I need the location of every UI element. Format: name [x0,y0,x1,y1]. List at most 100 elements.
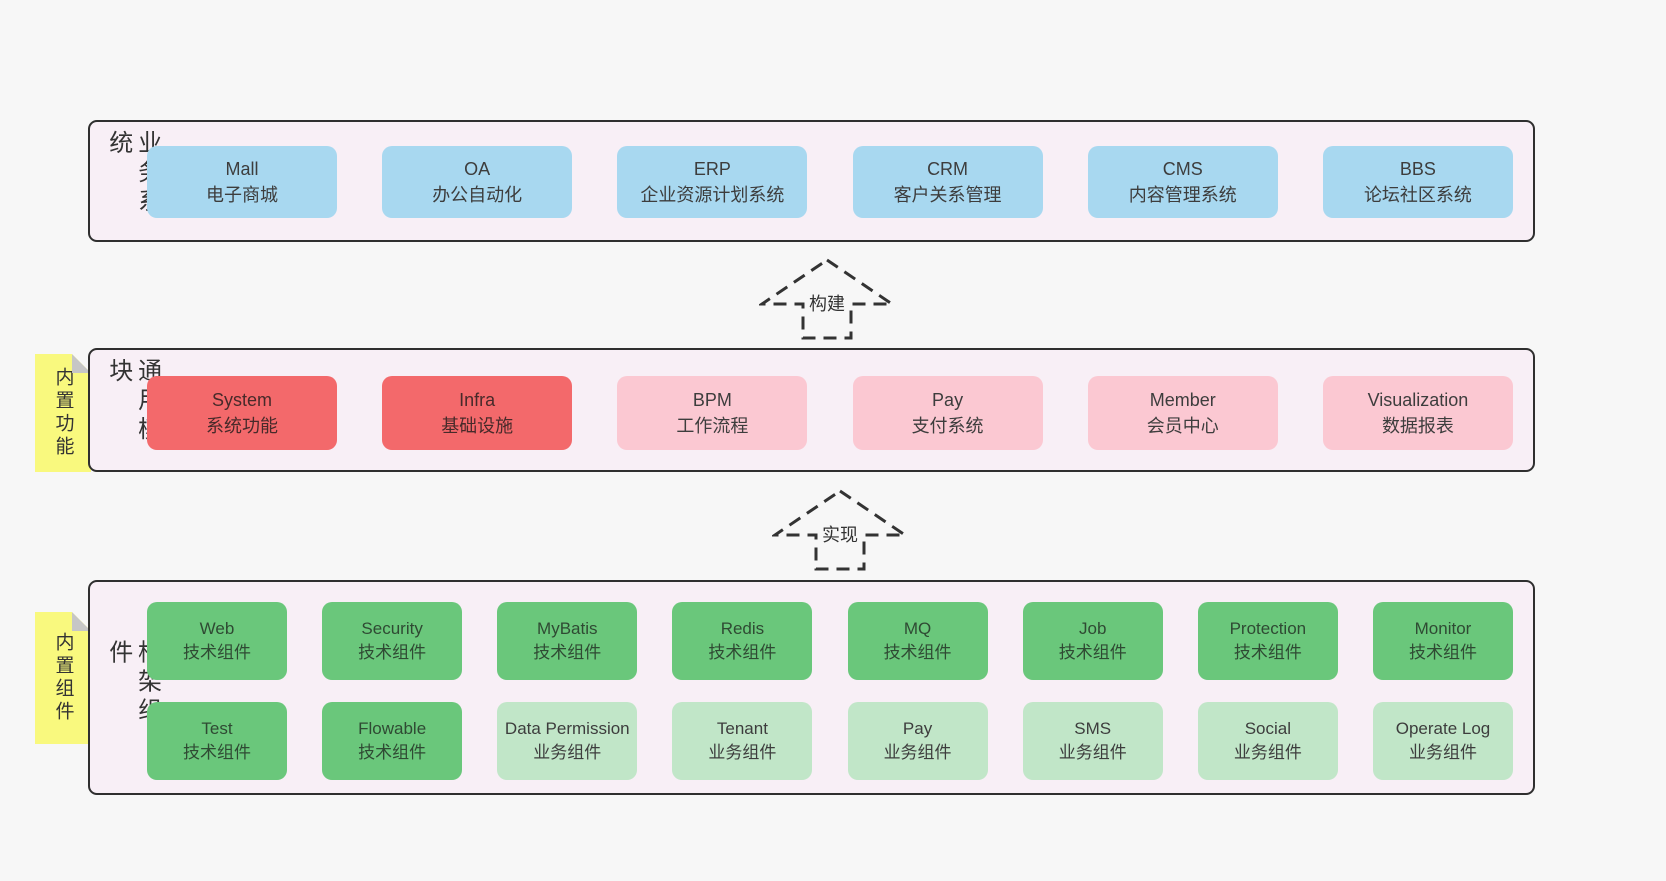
box-title: CRM [927,158,969,179]
box-title: MQ [903,619,932,639]
box-title: Job [1078,619,1107,639]
box-data-permission: Data Permission 业务组件 [497,702,638,780]
box-infra: Infra 基础设施 [382,376,573,450]
box-title: Redis [720,619,765,639]
box-subtitle: 业务组件 [1058,743,1127,762]
box-title: BPM [692,389,732,410]
box-title: OA [464,158,491,179]
box-title: System [211,389,272,410]
box-title: Flowable [358,719,427,739]
arrow-implement: 实现 [772,488,908,572]
box-bpm: BPM 工作流程 [617,376,808,450]
box-subtitle: 论坛社区系统 [1363,185,1472,205]
box-subtitle: 技术组件 [358,643,427,662]
band-modules-rows: System 系统功能 Infra 基础设施 BPM 工作流程 Pay 支付系统 Member 会… [90,350,1533,470]
box-title: Data Permission [504,719,630,739]
box-title: SMS [1074,719,1112,739]
box-subtitle: 业务组件 [883,743,952,762]
up-arrow-icon [759,258,895,340]
box-social: Social 业务组件 [1197,702,1338,780]
box-subtitle: 工作流程 [676,416,749,436]
box-web: Web 技术组件 [147,602,287,680]
box-job: Job 技术组件 [1022,602,1163,680]
box-title: Mall [225,158,259,179]
box-tenant: Tenant 业务组件 [672,702,813,780]
box-oa: OA 办公自动化 [382,146,573,218]
box-protection: Protection 技术组件 [1197,602,1338,680]
box-subtitle: 业务组件 [1233,743,1302,762]
box-subtitle: 支付系统 [911,416,984,436]
box-subtitle: 技术组件 [533,643,602,662]
box-title: ERP [693,158,731,179]
sticky-note-builtin-features: 内置功能 [35,354,91,472]
box-title: Social [1244,719,1291,739]
box-member: Member 会员中心 [1087,376,1278,450]
box-subtitle: 办公自动化 [432,185,523,205]
band-business-rows: Mall 电子商城 OA 办公自动化 ERP 企业资源计划系统 CRM 客户关系管理 CMS 内容… [90,122,1533,240]
box-bbs: BBS 论坛社区系统 [1322,146,1513,218]
box-subtitle: 客户关系管理 [893,185,1002,205]
box-mybatis: MyBatis 技术组件 [497,602,638,680]
box-title: Web [199,619,235,639]
box-title: CMS [1162,158,1203,179]
box-mq: MQ 技术组件 [847,602,988,680]
box-title: BBS [1399,158,1436,179]
sticky-note-builtin-components: 内置组件 [35,612,91,744]
box-title: Pay [932,389,964,410]
box-mall: Mall 电子商城 [147,146,337,218]
box-subtitle: 技术组件 [1408,643,1477,662]
box-subtitle: 技术组件 [708,643,777,662]
box-subtitle: 企业资源计划系统 [640,185,785,205]
box-title: Protection [1229,619,1307,639]
arrow-build-label: 构建 [805,289,849,317]
box-test: Test 技术组件 [147,702,287,780]
box-subtitle: 技术组件 [358,743,427,762]
box-subtitle: 数据报表 [1381,416,1454,436]
box-subtitle: 技术组件 [883,643,952,662]
box-subtitle: 技术组件 [1233,643,1302,662]
box-subtitle: 电子商城 [206,185,278,205]
box-title: Monitor [1414,619,1472,639]
box-subtitle: 内容管理系统 [1128,185,1237,205]
box-subtitle: 业务组件 [1408,743,1477,762]
box-title: MyBatis [537,619,598,639]
box-subtitle: 业务组件 [708,743,777,762]
box-title: Operate Log [1395,719,1491,739]
box-title: Visualization [1367,389,1469,410]
box-erp: ERP 企业资源计划系统 [617,146,808,218]
box-title: Test [201,719,233,739]
box-cms: CMS 内容管理系统 [1087,146,1278,218]
box-title: Member [1149,389,1216,410]
box-redis: Redis 技术组件 [672,602,813,680]
box-subtitle: 业务组件 [533,743,602,762]
up-arrow-icon [772,489,908,571]
box-subtitle: 技术组件 [183,743,251,762]
box-crm: CRM 客户关系管理 [852,146,1043,218]
box-visualization: Visualization 数据报表 [1322,376,1513,450]
box-subtitle: 系统功能 [206,416,278,436]
box-title: Tenant [716,719,768,739]
box-system: System 系统功能 [147,376,337,450]
box-subtitle: 技术组件 [183,643,251,662]
arrow-implement-label: 实现 [818,520,862,548]
box-subtitle: 技术组件 [1058,643,1127,662]
box-subtitle: 会员中心 [1146,416,1219,436]
box-pay: Pay 业务组件 [847,702,988,780]
box-subtitle: 基础设施 [441,416,514,436]
band-common-modules: 通用模块 System系统功能Infra基础设施BPM工作流程Pay支付系统Me… [88,348,1535,472]
box-title: Infra [459,389,496,410]
box-pay: Pay 支付系统 [852,376,1043,450]
band-row: Mall 电子商城 OA 办公自动化 ERP 企业资源计划系统 CRM 客户关系管理 CMS 内容… [147,146,1513,218]
box-monitor: Monitor 技术组件 [1372,602,1513,680]
sticky-note-text: 内置功能 [52,367,74,459]
box-security: Security 技术组件 [322,602,463,680]
box-title: Security [361,619,423,639]
sticky-note-text: 内置组件 [52,632,74,724]
box-title: Pay [902,719,933,739]
box-operate-log: Operate Log 业务组件 [1372,702,1513,780]
